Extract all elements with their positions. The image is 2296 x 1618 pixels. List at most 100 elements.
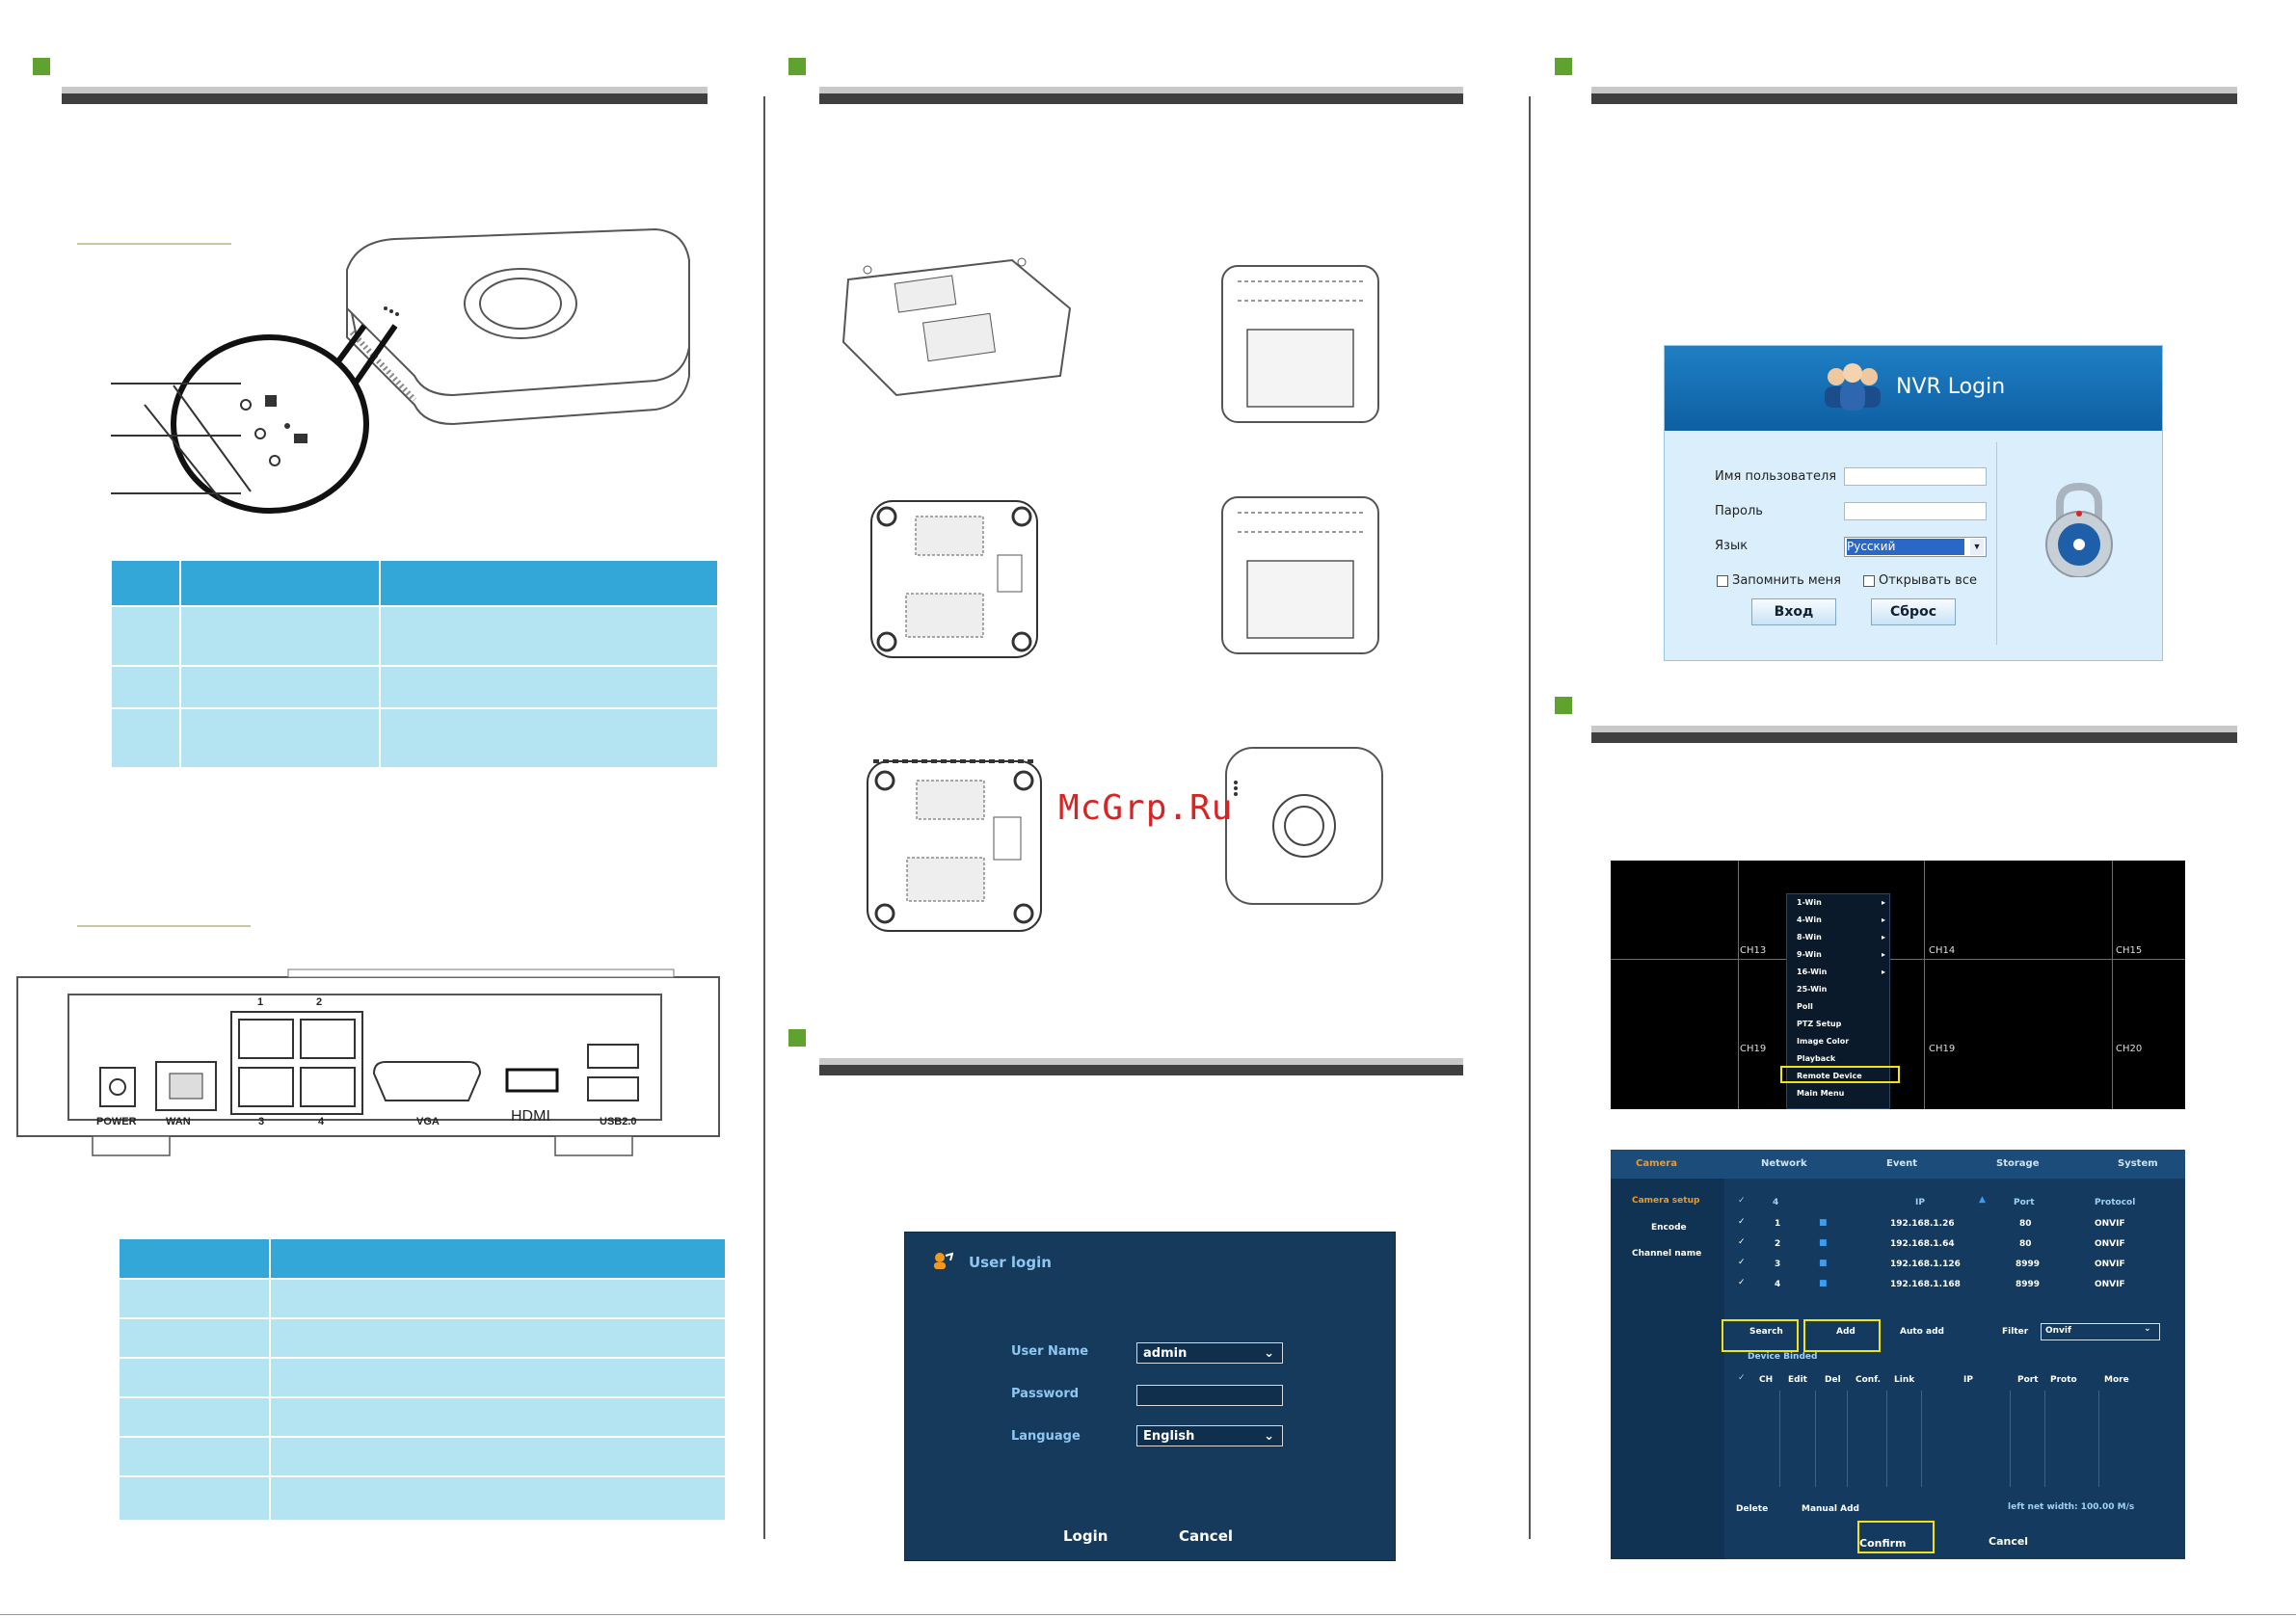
camera-icon: ■	[1819, 1279, 1828, 1288]
menu-item-image-color[interactable]: Image Color	[1797, 1037, 1850, 1046]
channel-label: CH14	[1929, 945, 1956, 956]
password-field[interactable]	[1136, 1385, 1283, 1406]
open-all-checkbox[interactable]	[1863, 575, 1875, 587]
user-login-dialog: User login User Name admin ⌄ Password La…	[904, 1232, 1396, 1561]
row-check-icon[interactable]: ✓	[1738, 1217, 1746, 1227]
menu-item-playback[interactable]: Playback	[1797, 1054, 1836, 1063]
filter-select[interactable]: Onvif ⌄	[2041, 1323, 2160, 1340]
row-check-icon[interactable]: ✓	[1738, 1237, 1746, 1247]
chevron-down-icon: ⌄	[1264, 1346, 1274, 1361]
language-select[interactable]: English ⌄	[1136, 1425, 1283, 1446]
confirm-button[interactable]: Confirm	[1859, 1537, 1907, 1550]
password-label: Password	[1011, 1387, 1080, 1401]
chevron-down-icon: ⌄	[1264, 1429, 1274, 1444]
chevron-down-icon: ⌄	[2144, 1324, 2151, 1334]
row-check-icon[interactable]: ✓	[1738, 1258, 1746, 1267]
channel-label: CH15	[2116, 945, 2143, 956]
menu-item-9-win[interactable]: 9-Win	[1797, 950, 1822, 959]
tab-storage[interactable]: Storage	[1996, 1158, 2040, 1169]
col-edit: Edit	[1788, 1375, 1807, 1385]
column-divider	[763, 96, 765, 1539]
username-label: Имя пользователя	[1715, 469, 1837, 484]
login-button[interactable]: Login	[1063, 1527, 1108, 1545]
sort-up-icon[interactable]: ▲	[1979, 1195, 1986, 1205]
password-label: Пароль	[1715, 504, 1763, 518]
tab-camera[interactable]: Camera	[1636, 1158, 1677, 1169]
port-label-usb: USB2.0	[600, 1116, 637, 1127]
column-divider	[1886, 1391, 1887, 1487]
menu-item-remote-device[interactable]: Remote Device	[1797, 1072, 1862, 1080]
device-binded-label: Device Binded	[1748, 1352, 1818, 1362]
sidebar-item-channel-name[interactable]: Channel name	[1632, 1249, 1702, 1259]
port-label-3: 3	[258, 1116, 265, 1127]
row-check-icon[interactable]: ✓	[1738, 1278, 1746, 1287]
camera-icon: ■	[1819, 1259, 1828, 1268]
column-divider	[2010, 1391, 2011, 1487]
underline-label	[77, 925, 251, 927]
password-input[interactable]	[1844, 502, 1987, 520]
filter-value: Onvif	[2045, 1326, 2071, 1336]
port-label-power: POWER	[96, 1116, 137, 1127]
manual-add-button[interactable]: Manual Add	[1802, 1504, 1859, 1514]
sidebar-item-camera-setup[interactable]: Camera setup	[1632, 1196, 1700, 1206]
menu-item-8-win[interactable]: 8-Win	[1797, 933, 1822, 942]
port-label-vga: VGA	[416, 1116, 440, 1127]
username-input[interactable]	[1844, 467, 1987, 486]
column-divider	[1815, 1391, 1816, 1487]
col-port: Port	[2017, 1375, 2039, 1385]
divider	[1996, 442, 1997, 645]
check-all-icon[interactable]: ✓	[1738, 1373, 1746, 1383]
hdd-step-4-illustration	[1221, 496, 1379, 654]
auto-add-toggle[interactable]: Auto add	[1900, 1327, 1944, 1337]
hdd-step-1-illustration	[841, 257, 1072, 397]
language-label: Язык	[1715, 539, 1749, 553]
hdd-step-3-illustration	[870, 500, 1038, 658]
language-select[interactable]: Русский ▼	[1844, 537, 1987, 557]
port-label-4: 4	[318, 1116, 325, 1127]
cancel-button[interactable]: Cancel	[1179, 1527, 1234, 1545]
camera-setup-screen: Camera Network Event Storage System Came…	[1611, 1150, 2185, 1559]
padlock-icon	[2041, 481, 2118, 582]
add-button[interactable]: Add	[1836, 1327, 1855, 1337]
menu-item-poll[interactable]: Poll	[1797, 1002, 1813, 1011]
row-port: 80	[2019, 1239, 2032, 1249]
section-marker	[788, 58, 806, 75]
row-number: 4	[1775, 1280, 1781, 1289]
login-button[interactable]: Вход	[1751, 598, 1836, 625]
remember-checkbox[interactable]	[1717, 575, 1728, 587]
user-name-select[interactable]: admin ⌄	[1136, 1342, 1283, 1364]
chevron-right-icon: ▸	[1881, 950, 1885, 959]
sidebar	[1611, 1179, 1724, 1559]
section-header-bar	[62, 87, 707, 104]
section-header-bar	[1591, 726, 2237, 743]
menu-item-4-win[interactable]: 4-Win	[1797, 915, 1822, 924]
col-protocol: Protocol	[2095, 1198, 2136, 1207]
section-marker	[1555, 58, 1572, 75]
tab-network[interactable]: Network	[1761, 1158, 1807, 1169]
search-button[interactable]: Search	[1749, 1327, 1783, 1337]
reset-button[interactable]: Сброс	[1871, 598, 1956, 625]
filter-label: Filter	[2002, 1327, 2029, 1337]
port-table	[118, 1237, 727, 1522]
cancel-button[interactable]: Cancel	[1989, 1535, 2029, 1548]
section-marker	[788, 1029, 806, 1047]
tab-system[interactable]: System	[2118, 1158, 2158, 1169]
menu-item-1-win[interactable]: 1-Win	[1797, 898, 1822, 907]
chevron-right-icon: ▸	[1881, 915, 1885, 924]
column-divider	[1847, 1391, 1848, 1487]
menu-item-ptz-setup[interactable]: PTZ Setup	[1797, 1020, 1842, 1028]
menu-item-16-win[interactable]: 16-Win	[1797, 968, 1828, 976]
menu-item-25-win[interactable]: 25-Win	[1797, 985, 1828, 994]
col-ip: IP	[1915, 1198, 1925, 1207]
column-divider	[2098, 1391, 2099, 1487]
context-menu: 1-Win 4-Win 8-Win 9-Win 16-Win 25-Win Po…	[1786, 893, 1890, 1109]
dropdown-arrow-icon: ▼	[1970, 539, 1984, 555]
tab-event[interactable]: Event	[1886, 1158, 1918, 1169]
menu-item-main-menu[interactable]: Main Menu	[1797, 1089, 1845, 1098]
check-all-icon[interactable]: ✓	[1738, 1196, 1746, 1206]
delete-button[interactable]: Delete	[1736, 1504, 1769, 1514]
nvr-login-header	[1665, 346, 2162, 431]
sidebar-item-encode[interactable]: Encode	[1651, 1223, 1687, 1233]
row-protocol: ONVIF	[2095, 1260, 2125, 1269]
grid-line	[1611, 959, 2185, 960]
